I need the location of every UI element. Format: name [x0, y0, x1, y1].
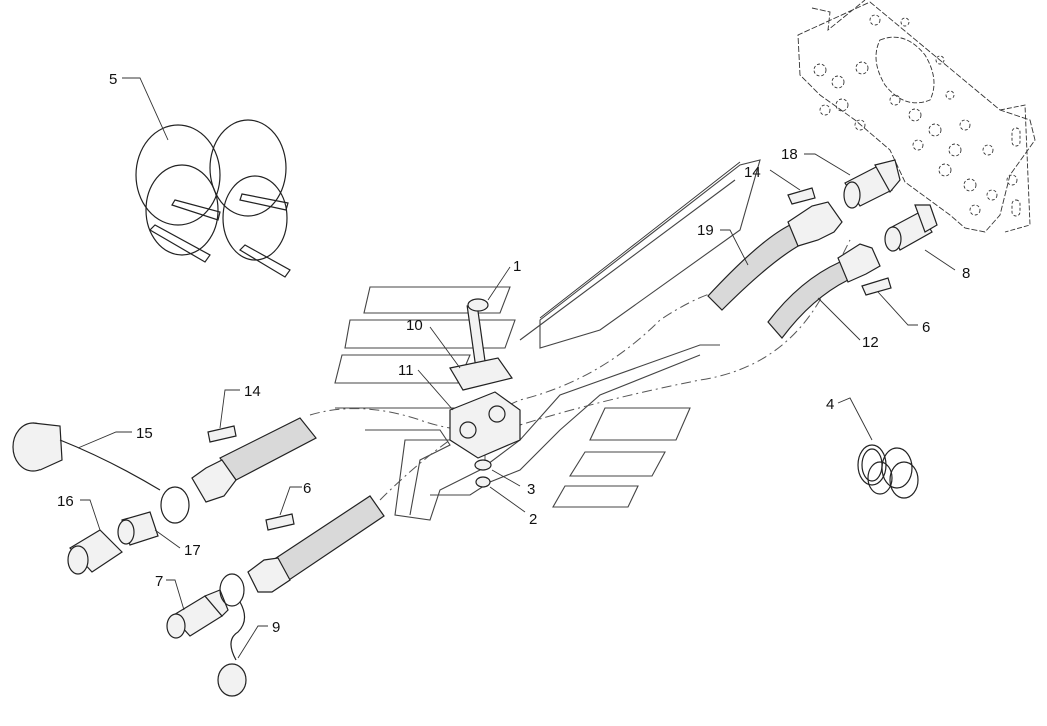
- callout-2: 2: [529, 511, 537, 528]
- fitting-18: [843, 159, 901, 209]
- dust-cap-7: [217, 573, 247, 697]
- callout-18: 18: [781, 146, 798, 163]
- fitting-9: [884, 204, 938, 252]
- mounting-plate: [797, 0, 1036, 233]
- callout-8: 7: [155, 573, 163, 590]
- callout-1: 1: [513, 258, 521, 275]
- hose-clip-upper: [787, 187, 816, 205]
- callout-10: 10: [406, 317, 423, 334]
- callout-11: 11: [398, 362, 414, 379]
- hose-12: [767, 243, 881, 339]
- callout-16: 16: [57, 493, 74, 510]
- callout-15: 15: [136, 425, 153, 442]
- callout-3: 3: [527, 481, 535, 498]
- panel-outline: [334, 159, 761, 521]
- hose-14-left: [191, 417, 317, 503]
- callout-5: 5: [109, 71, 117, 88]
- callout-14-left: 14: [244, 383, 261, 400]
- callout-6-right: 6: [922, 319, 930, 336]
- coupler-8: [166, 589, 229, 639]
- callout-9: 8: [962, 265, 970, 282]
- hose-clip-right: [861, 277, 892, 296]
- leader-lines: [77, 77, 956, 659]
- o-rings: [857, 444, 919, 499]
- hose-6-left: [247, 495, 385, 593]
- callout-7: 9: [272, 619, 280, 636]
- callout-17: 17: [184, 542, 201, 559]
- dust-cap-15: [12, 422, 190, 524]
- callout-19: 19: [697, 222, 714, 239]
- callout-14-top: 14: [744, 164, 761, 181]
- callout-4: 4: [826, 396, 834, 413]
- adapter-17: [117, 511, 159, 546]
- coupler-16: [67, 529, 123, 575]
- hose-19: [707, 201, 843, 311]
- clamp-assembly: [449, 298, 521, 488]
- callout-labels: 5 1 10 11 3 2 4 18 14 19 8 6 12 14 15 6 …: [57, 71, 970, 636]
- callout-12: 12: [862, 334, 879, 351]
- cable-ties: [135, 119, 291, 278]
- callout-6-left: 6: [303, 480, 311, 497]
